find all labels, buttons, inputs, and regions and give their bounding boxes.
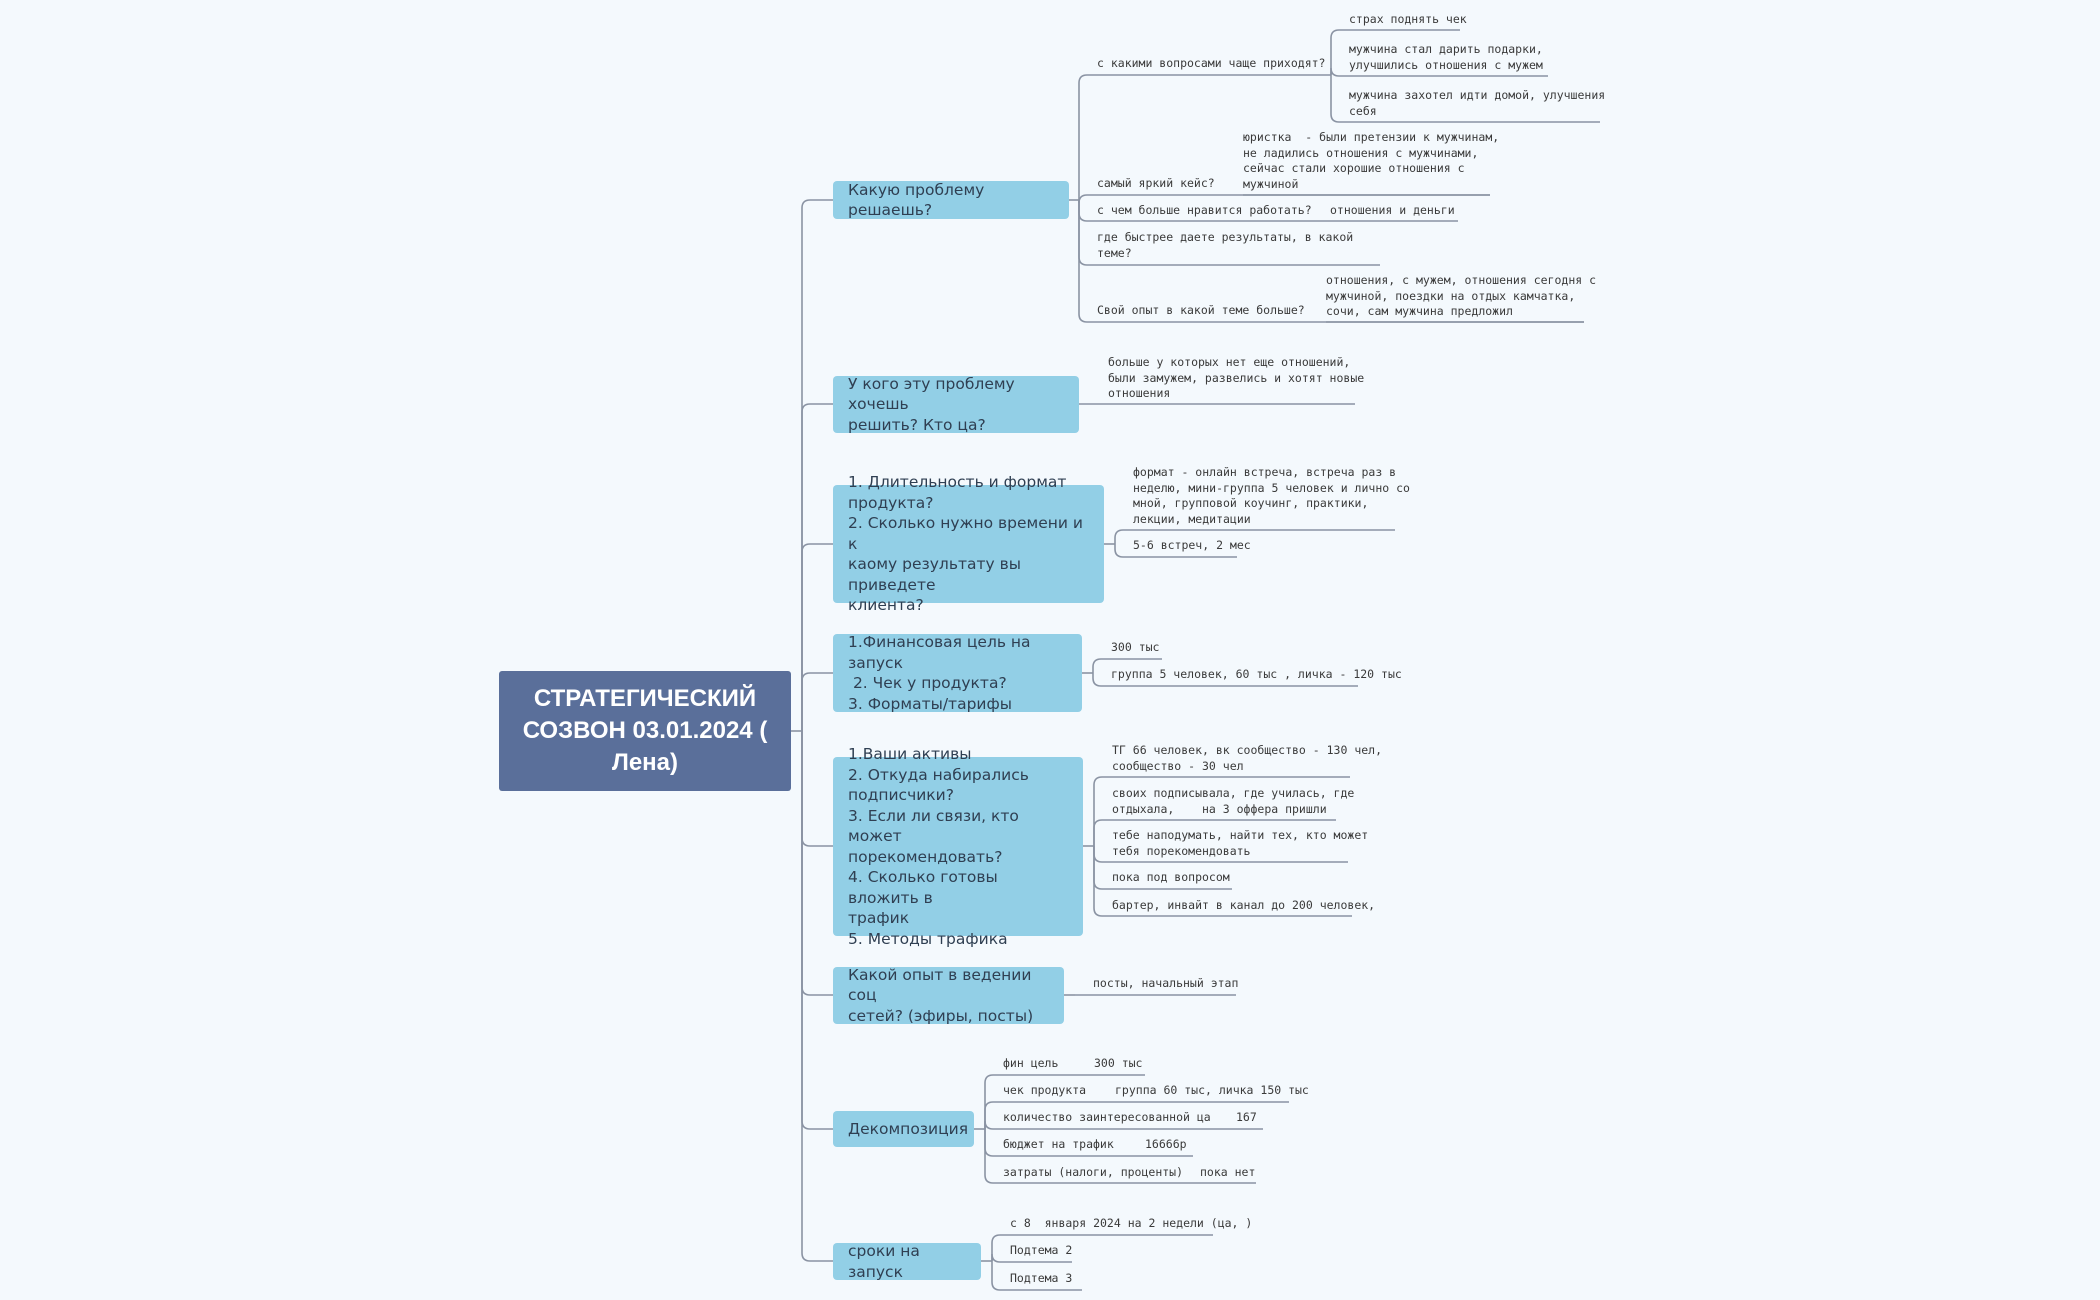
branch-financial-goal-label: 1.Финансовая цель на запуск 2. Чек у про… [848,633,1031,713]
subtopic-audience-detail[interactable]: больше у которых нет еще отношений, были… [1108,355,1365,400]
subtopic-group-price[interactable]: группа 5 человек, 60 тыс , личка - 120 т… [1111,667,1402,681]
subtopic-jan-8[interactable]: с 8 января 2024 на 2 недели (ца, ) [1010,1216,1253,1230]
subtopic-traffic-budget[interactable]: бюджет на трафик [1003,1137,1114,1151]
subtopic-experience-detail[interactable]: отношения, с мужем, отношения сегодня с … [1326,273,1597,318]
subtopic-relations-money[interactable]: отношения и деньги [1330,203,1455,217]
subtopic-3[interactable]: Подтема 3 [1010,1271,1073,1285]
subtopic-interested-count[interactable]: количество заинтересованной ца [1003,1110,1211,1124]
branch-link-4 [801,731,833,847]
branch-link-3 [801,672,833,731]
subtopic-fast-results[interactable]: где быстрее даете результаты, в какой те… [1097,230,1354,260]
branch-target-audience[interactable]: У кого эту проблему хочешь решить? Кто ц… [833,374,1079,434]
subtopic-gifts[interactable]: мужчина стал дарить подарки, улучшились … [1349,42,1543,72]
branch-launch-dates-label: сроки на запуск [848,1242,925,1281]
subtopic-recommendations[interactable]: тебе наподумать, найти тех, кто может те… [1112,828,1369,858]
branch-link-6 [801,731,833,1130]
subtopic-fin-goal[interactable]: фин цель [1003,1056,1059,1070]
subtopic-fin-goal-value[interactable]: 300 тыс [1094,1056,1143,1070]
subtopic-in-question[interactable]: пока под вопросом [1112,870,1230,884]
branch-duration-format-label: 1. Длительность и формат продукта? 2. Ск… [848,473,1083,615]
subtopic-meetings[interactable]: 5-6 встреч, 2 мес [1133,538,1251,552]
central-topic[interactable]: СТРАТЕГИЧЕСКИЙ СОЗВОН 03.01.2024 ( Лена) [499,671,791,791]
subtopic-brightest-case[interactable]: самый яркий кейс? [1097,176,1215,190]
branch-link-5 [801,731,833,996]
subtopic-format[interactable]: формат - онлайн встреча, встреча раз в н… [1133,465,1410,526]
subtopic-own-subscribers[interactable]: своих подписывала, где училась, где отды… [1112,786,1355,816]
subtopic-favorite-work[interactable]: с чем больше нравится работать? [1097,203,1312,217]
subtopic-fear-raise-price[interactable]: страх поднять чек [1349,12,1467,26]
subtopic-check[interactable]: чек продукта [1003,1083,1087,1097]
subtopic-interested-count-value[interactable]: 167 [1236,1110,1257,1124]
branch-social-experience[interactable]: Какой опыт в ведении соц сетей? (эфиры, … [833,965,1064,1025]
branch-problem-label: Какую проблему решаешь? [848,180,990,220]
subtopic-costs[interactable]: затраты (налоги, проценты) [1003,1165,1184,1179]
central-topic-label: СТРАТЕГИЧЕСКИЙ СОЗВОН 03.01.2024 ( Лена) [522,685,768,776]
branch-assets[interactable]: 1.Ваши активы 2. Откуда набирались подпи… [833,745,1083,948]
branch-assets-label: 1.Ваши активы 2. Откуда набирались подпи… [848,745,1029,948]
branch-link-0 [801,199,833,731]
subtopic-posts[interactable]: посты, начальный этап [1093,976,1239,990]
subtopic-own-experience[interactable]: Свой опыт в какой теме больше? [1097,303,1305,317]
subtopic-lawyer-case[interactable]: юристка - были претензии к мужчинам, не … [1243,130,1500,191]
subtopic-traffic-budget-value[interactable]: 16666р [1145,1137,1187,1151]
branch-link-1 [801,403,833,731]
branch-decomposition-label: Декомпозиция [848,1119,969,1138]
branch-target-audience-label: У кого эту проблему хочешь решить? Кто ц… [848,374,1015,434]
branch-duration-format[interactable]: 1. Длительность и формат продукта? 2. Ск… [833,473,1104,614]
branch-social-experience-label: Какой опыт в ведении соц сетей? (эфиры, … [848,965,1034,1025]
branch-decomposition[interactable]: Декомпозиция [833,1111,974,1147]
branch-launch-dates[interactable]: сроки на запуск [833,1242,981,1281]
subtopic-tg-vk[interactable]: ТГ 66 человек, вк сообщество - 130 чел, … [1112,743,1383,773]
subtopic-costs-value[interactable]: пока нет [1200,1165,1256,1179]
branch-link-7 [801,731,833,1262]
subtopic-man-home[interactable]: мужчина захотел идти домой, улучшения се… [1349,88,1606,118]
b1-underline-1 [1078,194,1490,204]
subtopic-300k[interactable]: 300 тыс [1111,640,1160,654]
branch-financial-goal[interactable]: 1.Финансовая цель на запуск 2. Чек у про… [833,633,1082,713]
subtopic-frequent-questions[interactable]: с какими вопросами чаще приходят? [1097,56,1326,70]
branch-link-2 [801,543,833,731]
subtopic-barter[interactable]: бартер, инвайт в канал до 200 человек, [1112,898,1376,912]
branch-problem[interactable]: Какую проблему решаешь? [833,181,1069,219]
subtopic-2[interactable]: Подтема 2 [1010,1243,1073,1257]
subtopic-check-value[interactable]: группа 60 тыс, личка 150 тыс [1115,1083,1309,1097]
